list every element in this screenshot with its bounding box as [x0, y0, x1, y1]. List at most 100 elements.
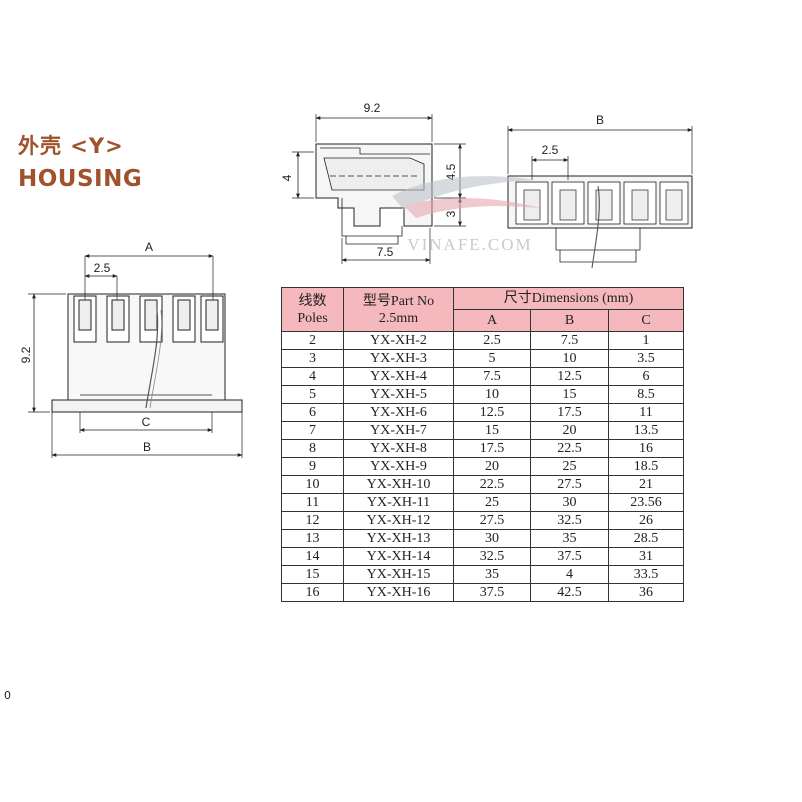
cell-poles: 3 — [281, 349, 344, 368]
cell-poles: 2 — [281, 331, 344, 350]
cell-a: 22.5 — [453, 475, 531, 494]
cell-part: YX-XH-14 — [343, 547, 454, 566]
cell-poles: 5 — [281, 385, 344, 404]
cell-a: 17.5 — [453, 439, 531, 458]
cell-poles: 14 — [281, 547, 344, 566]
cell-c: 16 — [608, 439, 684, 458]
cell-part: YX-XH-8 — [343, 439, 454, 458]
front-dim-b-label: B — [143, 440, 151, 454]
side-dim-left-label: 4 — [280, 174, 294, 181]
cell-a: 5 — [453, 349, 531, 368]
cell-c: 6 — [608, 367, 684, 386]
cell-a: 37.5 — [453, 583, 531, 602]
cell-c: 28.5 — [608, 529, 684, 548]
cell-b: 30 — [530, 493, 609, 512]
cell-part: YX-XH-15 — [343, 565, 454, 584]
header-poles-cn: 线数 — [298, 293, 327, 309]
cell-poles: 10 — [281, 475, 344, 494]
cell-part: YX-XH-4 — [343, 367, 454, 386]
top-dim-b-label: B — [596, 113, 604, 127]
cell-c: 18.5 — [608, 457, 684, 476]
cell-poles: 4 — [281, 367, 344, 386]
cell-poles: 9 — [281, 457, 344, 476]
side-dim-right-upper-label: 4.5 — [444, 163, 458, 180]
cell-a: 15 — [453, 421, 531, 440]
cell-c: 8.5 — [608, 385, 684, 404]
top-view-drawing — [507, 126, 693, 269]
cell-b: 27.5 — [530, 475, 609, 494]
cell-b: 17.5 — [530, 403, 609, 422]
cell-b: 10 — [530, 349, 609, 368]
cell-a: 2.5 — [453, 331, 531, 350]
front-view-drawing — [28, 254, 243, 458]
header-poles-en: Poles — [297, 310, 328, 326]
cell-poles: 11 — [281, 493, 344, 512]
cell-a: 27.5 — [453, 511, 531, 530]
cell-part: YX-XH-3 — [343, 349, 454, 368]
cell-c: 31 — [608, 547, 684, 566]
cell-b: 12.5 — [530, 367, 609, 386]
front-dim-a-label: A — [145, 240, 153, 254]
cell-part: YX-XH-13 — [343, 529, 454, 548]
cell-a: 7.5 — [453, 367, 531, 386]
header-part-cn: 型号Part No — [362, 293, 435, 309]
cell-c: 33.5 — [608, 565, 684, 584]
cell-b: 25 — [530, 457, 609, 476]
cell-c: 13.5 — [608, 421, 684, 440]
cell-part: YX-XH-12 — [343, 511, 454, 530]
watermark-text: VINAFE.COM — [407, 235, 532, 254]
header-col-a: A — [453, 309, 531, 332]
cell-c: 21 — [608, 475, 684, 494]
dimensions-table: 线数 Poles 型号Part No 2.5mm 尺寸Dimensions (m… — [281, 287, 684, 602]
cell-b: 22.5 — [530, 439, 609, 458]
cell-part: YX-XH-16 — [343, 583, 454, 602]
cell-b: 15 — [530, 385, 609, 404]
cell-a: 35 — [453, 565, 531, 584]
cell-a: 10 — [453, 385, 531, 404]
cell-b: 37.5 — [530, 547, 609, 566]
cell-a: 20 — [453, 457, 531, 476]
cell-part: YX-XH-5 — [343, 385, 454, 404]
header-part-no: 型号Part No 2.5mm — [343, 287, 454, 332]
cell-b: 4 — [530, 565, 609, 584]
front-dim-c-label: C — [142, 415, 151, 429]
cell-a: 12.5 — [453, 403, 531, 422]
cell-part: YX-XH-10 — [343, 475, 454, 494]
top-dim-pitch-label: 2.5 — [542, 143, 559, 157]
cell-c: 23.56 — [608, 493, 684, 512]
cell-b: 7.5 — [530, 331, 609, 350]
cell-poles: 13 — [281, 529, 344, 548]
cell-poles: 15 — [281, 565, 344, 584]
header-col-b: B — [530, 309, 609, 332]
header-poles: 线数 Poles — [281, 287, 344, 332]
header-dimensions: 尺寸Dimensions (mm) — [453, 287, 684, 310]
front-dim-height-label: 9.2 — [19, 346, 33, 363]
cell-c: 11 — [608, 403, 684, 422]
stray-mark: 0 — [4, 689, 11, 702]
cell-c: 36 — [608, 583, 684, 602]
header-col-c: C — [608, 309, 684, 332]
cell-b: 35 — [530, 529, 609, 548]
cell-poles: 8 — [281, 439, 344, 458]
side-dim-top-label: 9.2 — [364, 101, 381, 115]
cell-b: 42.5 — [530, 583, 609, 602]
cell-c: 3.5 — [608, 349, 684, 368]
housing-title-english: HOUSING — [18, 166, 143, 192]
cell-part: YX-XH-11 — [343, 493, 454, 512]
cell-part: YX-XH-2 — [343, 331, 454, 350]
cell-part: YX-XH-7 — [343, 421, 454, 440]
cell-poles: 6 — [281, 403, 344, 422]
cell-a: 32.5 — [453, 547, 531, 566]
cell-c: 1 — [608, 331, 684, 350]
